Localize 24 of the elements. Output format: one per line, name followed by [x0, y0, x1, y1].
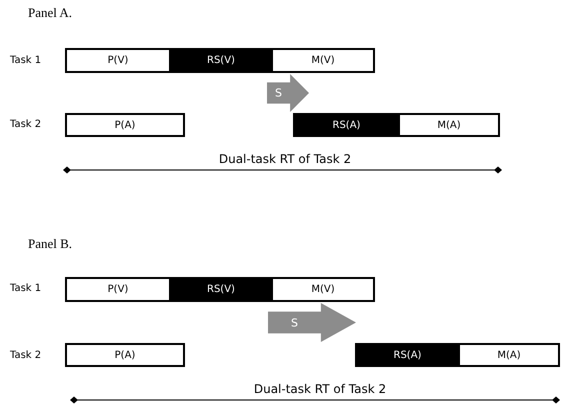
process-box: M(A) — [458, 343, 560, 367]
process-box: RS(V) — [169, 277, 273, 302]
row-label: Task 2 — [10, 350, 42, 361]
dimension-label: Dual-task RT of Task 2 — [254, 382, 386, 396]
process-box: P(A) — [65, 343, 185, 367]
process-box: M(V) — [271, 48, 375, 73]
edge-label: S — [275, 86, 282, 100]
process-box: P(V) — [65, 48, 171, 73]
block-arrow — [268, 303, 356, 342]
process-box: RS(A) — [355, 343, 460, 367]
process-box: RS(A) — [293, 113, 400, 137]
process-box: P(A) — [65, 113, 185, 137]
row-label: Task 2 — [10, 119, 42, 130]
process-box: P(V) — [65, 277, 171, 302]
row-label: Task 1 — [10, 283, 42, 294]
panel-title: Panel A. — [28, 5, 72, 21]
panel-title: Panel B. — [28, 236, 72, 252]
row-label: Task 1 — [10, 55, 42, 66]
edge-label: S — [290, 316, 298, 329]
process-box: M(V) — [271, 277, 375, 302]
block-arrow — [267, 74, 309, 112]
dimension-label: Dual-task RT of Task 2 — [218, 152, 352, 166]
process-box: M(A) — [398, 113, 500, 137]
process-box: RS(V) — [169, 48, 273, 73]
